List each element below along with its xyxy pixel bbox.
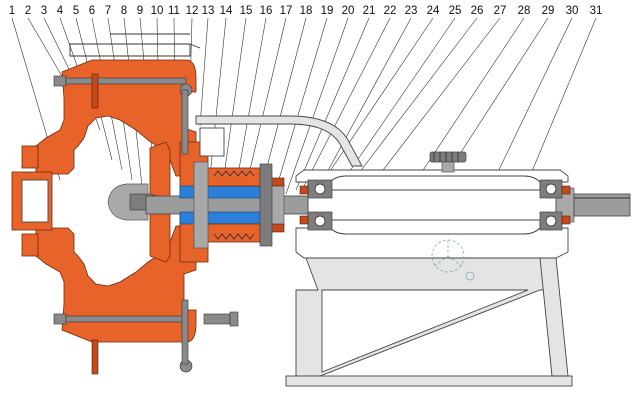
reference-lines <box>69 33 201 57</box>
callout-29: 29 <box>542 5 555 17</box>
leader-line-26 <box>345 17 478 191</box>
callout-12: 12 <box>186 5 199 17</box>
callout-31: 31 <box>590 5 603 17</box>
callout-7: 7 <box>105 5 111 17</box>
pump-casing <box>11 59 209 343</box>
callout-9: 9 <box>137 5 143 17</box>
callout-1: 1 <box>9 5 15 17</box>
callout-24: 24 <box>427 5 440 17</box>
callout-30: 30 <box>566 5 579 17</box>
leader-line-21 <box>295 17 370 191</box>
callout-8: 8 <box>121 5 127 17</box>
leader-line-18 <box>261 17 307 187</box>
leader-line-13 <box>199 17 209 127</box>
callout-14: 14 <box>220 5 233 17</box>
callout-3: 3 <box>41 5 47 17</box>
handwheel-icon <box>429 151 467 173</box>
leader-line-15 <box>221 17 247 191</box>
callout-2: 2 <box>25 5 31 17</box>
callout-6: 6 <box>89 5 95 17</box>
callout-18: 18 <box>300 5 313 17</box>
leader-line-17 <box>247 17 287 179</box>
seal-chamber <box>193 161 285 249</box>
fan-hidden-lines <box>431 239 475 281</box>
callout-25: 25 <box>449 5 462 17</box>
callout-15: 15 <box>240 5 253 17</box>
callout-23: 23 <box>405 5 418 17</box>
callout-22: 22 <box>384 5 397 17</box>
leader-line-19 <box>273 17 328 197</box>
leader-line-24 <box>319 17 434 187</box>
callout-26: 26 <box>471 5 484 17</box>
leader-line-22 <box>303 17 391 187</box>
callout-27: 27 <box>494 5 507 17</box>
callout-13: 13 <box>202 5 215 17</box>
callout-28: 28 <box>518 5 531 17</box>
callout-19: 19 <box>321 5 334 17</box>
leader-line-16 <box>235 17 267 187</box>
bearing-icon <box>299 179 571 231</box>
callout-16: 16 <box>260 5 273 17</box>
casing-bolts <box>53 73 239 375</box>
callout-17: 17 <box>280 5 293 17</box>
leader-line-20 <box>285 17 349 195</box>
flush-pipe <box>195 115 363 167</box>
callout-21: 21 <box>363 5 376 17</box>
callout-5: 5 <box>73 5 79 17</box>
bearing-frame <box>285 169 573 387</box>
impeller-nut <box>107 183 153 221</box>
callout-4: 4 <box>57 5 64 17</box>
callout-20: 20 <box>342 5 355 17</box>
callout-11: 11 <box>168 5 180 17</box>
callout-10: 10 <box>151 5 164 17</box>
